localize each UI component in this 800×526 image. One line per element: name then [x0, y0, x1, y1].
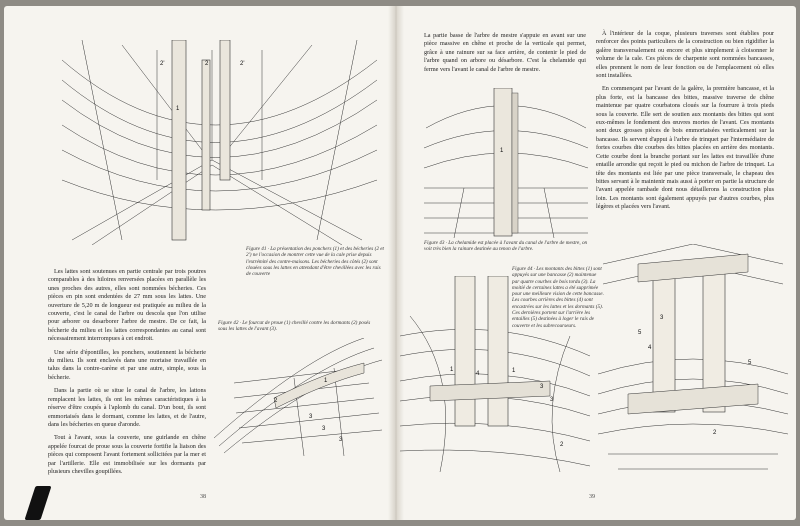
left-paragraph: Les lattes sont soutenues en partie cent… [48, 268, 206, 343]
figure-43-illustration: 1 [424, 88, 588, 238]
fig41-label: 2' [240, 61, 244, 67]
fig44-label: 3 [660, 315, 664, 321]
fig44-label: 4 [476, 371, 480, 377]
left-paragraph: Dans la partie où se situe le canal de l… [48, 387, 206, 428]
fig44-label: 1 [512, 368, 516, 374]
fig41-label: 2 [205, 61, 209, 67]
figure-43-caption: Figure 43 · La chelamide est placée à l'… [424, 240, 588, 253]
fig43-label: 1 [500, 148, 504, 154]
figure-44-caption: Figure 44 · Les montants des bittes (1) … [512, 266, 604, 329]
fig44-label: 3 [540, 384, 544, 390]
figure-44-illustration-right: 3 5 4 5 2 [598, 244, 788, 470]
left-paragraph: Tout à l'avant, sous la couverte, une gu… [48, 434, 206, 475]
fig44-label: 1 [450, 367, 454, 373]
fig41-label: 2' [160, 61, 164, 67]
fig42-label: 2 [274, 398, 278, 404]
right-intro-text: La partie basse de l'arbre de mestre s'a… [424, 32, 586, 79]
right-intro-paragraph: La partie basse de l'arbre de mestre s'a… [424, 32, 586, 73]
figure-42-illustration: 1 2 3 3 3 [214, 338, 382, 456]
fig44-label: 5 [748, 360, 752, 366]
fig44-label: 2 [560, 442, 564, 448]
fig44-label: 5 [638, 330, 642, 336]
fig41-label: 1 [176, 106, 180, 112]
right-paragraph: En commençant par l'avant de la galère, … [596, 85, 774, 211]
fig44-label: 4 [648, 345, 652, 351]
right-paragraph: À l'intérieur de la coque, plusieurs tra… [596, 30, 774, 80]
figure-41-caption: Figure 41 · La présentation des ponchers… [246, 246, 384, 278]
figure-41-illustration: 1 2 2' 2' [62, 40, 377, 245]
figure-42-caption: Figure 42 · Le fourcat de proue (1) chev… [218, 320, 371, 333]
fig44-label: 3 [550, 397, 554, 403]
fig42-label: 3 [309, 414, 313, 420]
right-page-number: 39 [589, 494, 595, 500]
left-paragraph: Une série d'épontilles, les ponchers, so… [48, 348, 206, 381]
fig44-label: 2 [713, 430, 717, 436]
left-page-number: 38 [200, 494, 206, 500]
right-body-text: À l'intérieur de la coque, plusieurs tra… [596, 30, 774, 217]
fig42-label: 1 [324, 378, 328, 384]
figure-44-illustration-left: 1 4 1 3 3 2 [400, 276, 591, 472]
fig42-label: 3 [339, 437, 343, 443]
left-body-text: Les lattes sont soutenues en partie cent… [48, 268, 206, 481]
book-gutter [388, 6, 404, 520]
fig42-label: 3 [322, 426, 326, 432]
